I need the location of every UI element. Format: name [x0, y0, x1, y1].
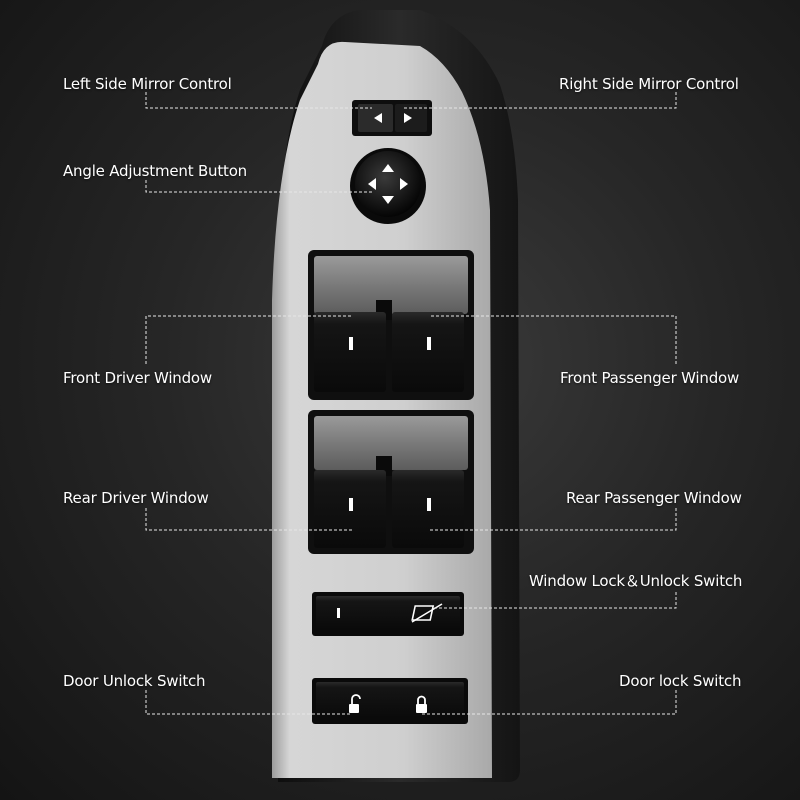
label-rear-driver-window: Rear Driver Window [63, 489, 209, 507]
label-left-side-mirror-control: Left Side Mirror Control [63, 75, 232, 93]
door-lock-switch [312, 678, 468, 724]
label-door-unlock-switch: Door Unlock Switch [63, 672, 206, 690]
label-rear-passenger-window: Rear Passenger Window [566, 489, 742, 507]
window-lock-switch [312, 592, 464, 636]
mirror-selector-switch [352, 100, 432, 136]
front-window-switches [308, 250, 474, 400]
label-right-side-mirror-control: Right Side Mirror Control [559, 75, 739, 93]
label-front-passenger-window: Front Passenger Window [560, 369, 740, 387]
label-window-lock-unlock-switch: Window Lock＆Unlock Switch [529, 572, 743, 590]
angle-adjustment-knob [350, 148, 426, 224]
label-door-lock-switch: Door lock Switch [619, 672, 742, 690]
label-front-driver-window: Front Driver Window [63, 369, 212, 387]
label-angle-adjustment-button: Angle Adjustment Button [63, 162, 247, 180]
rear-window-switches [308, 410, 474, 554]
